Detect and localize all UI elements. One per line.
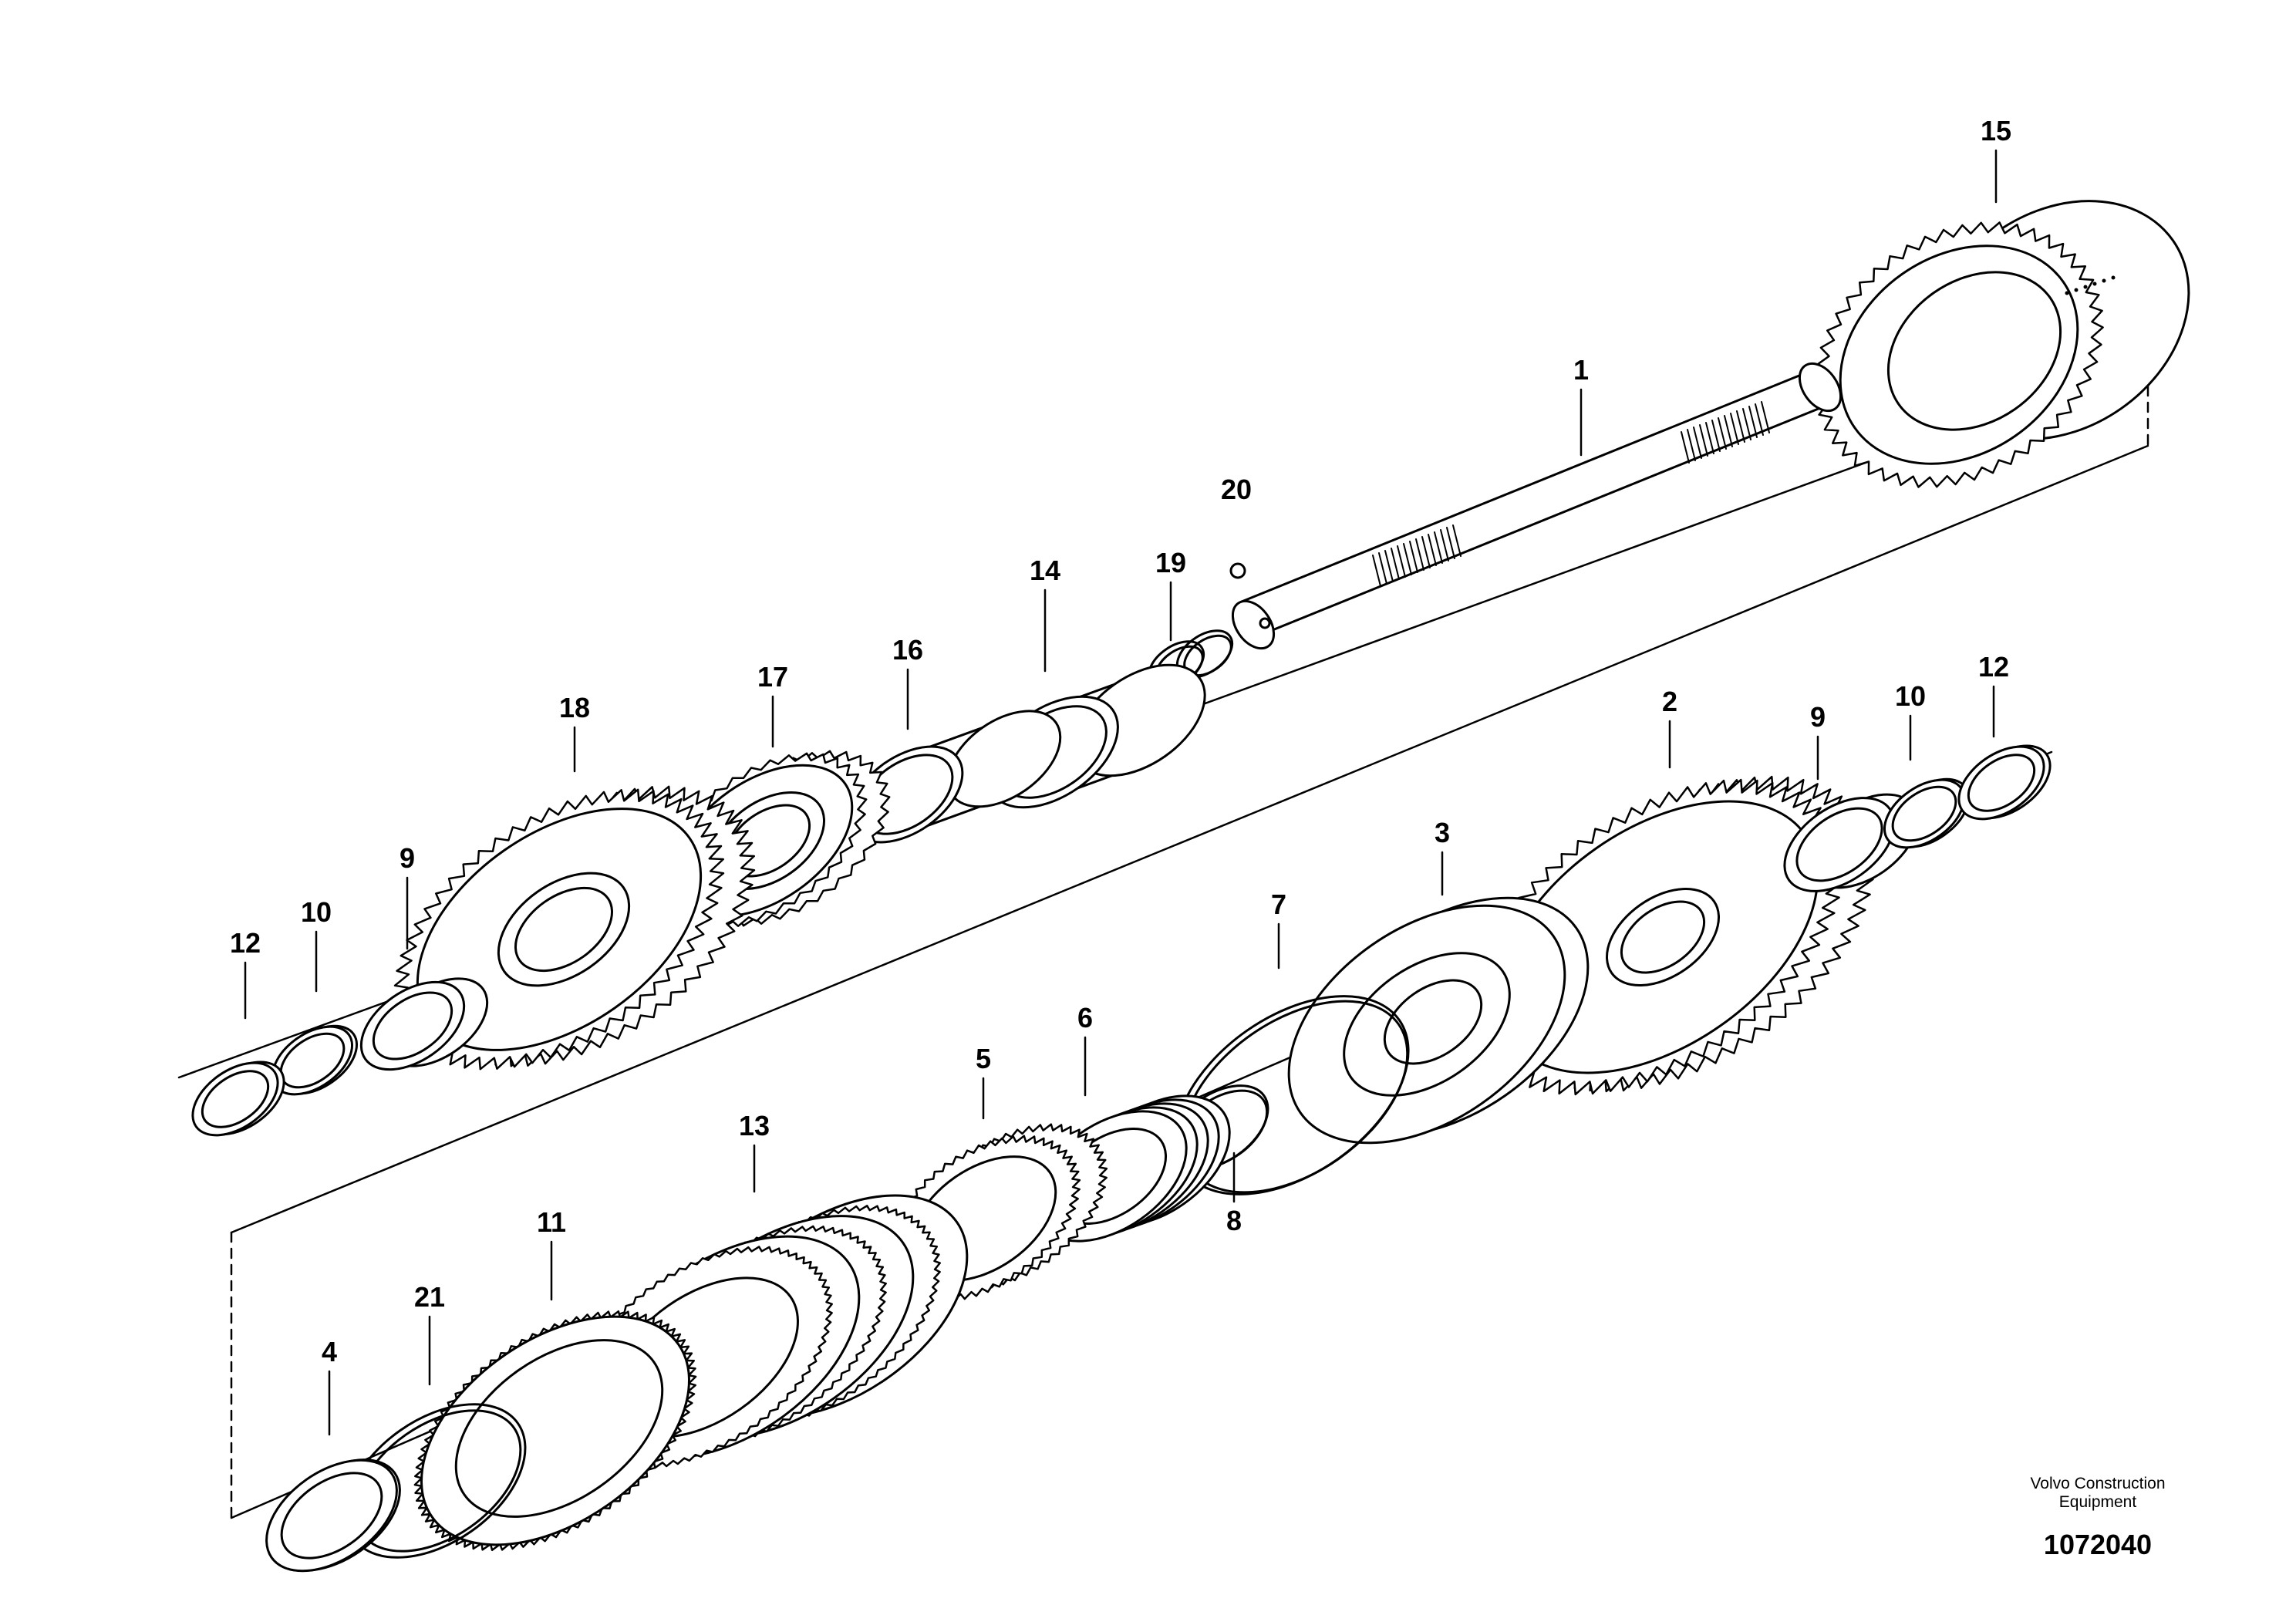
callout-label-19: 19 — [1155, 547, 1187, 578]
company-name-line2: Equipment — [2058, 1493, 2137, 1511]
callout-label-5: 5 — [975, 1043, 992, 1074]
part-16-bushing — [848, 710, 1062, 844]
callout-label-12b: 12 — [1977, 651, 2010, 683]
callout-label-8: 8 — [1226, 1205, 1242, 1236]
part-9-bearing-left — [359, 977, 489, 1071]
callout-label-7: 7 — [1270, 889, 1287, 920]
document-number: 1072040 — [2043, 1529, 2153, 1560]
callout-label-10: 10 — [300, 896, 332, 928]
company-name-line1: Volvo Construction — [2030, 1475, 2166, 1492]
part-10-washer-right — [1883, 777, 1971, 849]
callout-label-18: 18 — [558, 692, 591, 723]
callout-label-1: 1 — [1573, 354, 1590, 386]
callout-label-13: 13 — [738, 1110, 770, 1141]
part-12-lock-nut-right — [1957, 744, 2052, 821]
leader-lines — [244, 149, 1998, 1436]
callout-label-9: 9 — [399, 842, 416, 874]
callout-label-16: 16 — [892, 634, 924, 666]
part-10-washer-left — [271, 1024, 359, 1096]
callout-label-11: 11 — [536, 1206, 567, 1238]
callout-label-14: 14 — [1029, 555, 1061, 586]
part-15-clutch-drum — [1814, 200, 2190, 488]
part-20-ball — [1229, 562, 1246, 579]
credit-block: Volvo Construction Equipment 1072040 — [1944, 1475, 2252, 1561]
part-11-end-plate — [413, 1310, 697, 1552]
callout-label-10b: 10 — [1894, 680, 1927, 712]
callout-label-2: 2 — [1661, 686, 1678, 717]
callout-label-9b: 9 — [1809, 701, 1826, 733]
callout-label-12: 12 — [229, 927, 261, 959]
callout-label-21: 21 — [413, 1281, 446, 1313]
part-4-thrust-washer — [265, 1458, 401, 1573]
part-13-clutch-disc-pack — [571, 1194, 969, 1469]
callout-label-3: 3 — [1434, 817, 1451, 848]
callout-label-4: 4 — [321, 1336, 338, 1367]
callout-label-6: 6 — [1077, 1002, 1094, 1034]
part-1-shaft — [1231, 362, 1843, 650]
part-12-lock-nut-left — [191, 1061, 285, 1137]
callout-label-15: 15 — [1980, 115, 2012, 147]
callout-label-20: 20 — [1220, 474, 1253, 505]
callout-label-17: 17 — [757, 661, 789, 693]
